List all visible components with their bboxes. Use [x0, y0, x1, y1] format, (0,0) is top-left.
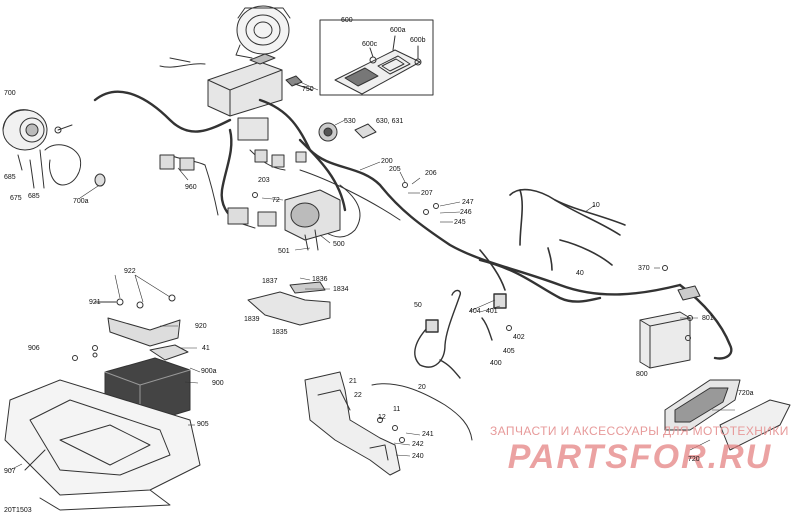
- label-20: 20: [418, 384, 426, 391]
- label-500: 500: [333, 241, 345, 248]
- label-1835: 1835: [272, 329, 288, 336]
- label-404: 404: [469, 308, 481, 315]
- label-921: 921: [89, 299, 101, 306]
- main-harness: [93, 90, 733, 360]
- label-402: 402: [513, 334, 525, 341]
- label-720a: 720a: [738, 390, 754, 397]
- label-242: 242: [412, 441, 424, 448]
- label-900: 900: [212, 380, 224, 387]
- label-600a: 600a: [390, 27, 406, 34]
- leader-lines: [9, 81, 735, 471]
- label-246: 246: [460, 209, 472, 216]
- label-800: 800: [636, 371, 648, 378]
- label-40: 40: [576, 270, 584, 277]
- instrument-cluster: [235, 5, 291, 59]
- watermark-tagline: ЗАПЧАСТИ И АКСЕССУАРЫ ДЛЯ МОТОТЕХНИКИ: [490, 424, 789, 438]
- label-247: 247: [462, 199, 474, 206]
- label-685-top: 685: [4, 174, 16, 181]
- label-41: 41: [202, 345, 210, 352]
- label-906: 906: [28, 345, 40, 352]
- label-1834: 1834: [333, 286, 349, 293]
- label-205: 205: [389, 166, 401, 173]
- label-370: 370: [638, 265, 650, 272]
- relay-block: [159, 53, 313, 117]
- bracket-920: [94, 294, 181, 347]
- label-720: 720: [688, 456, 700, 463]
- battery-tray-905: [4, 379, 201, 511]
- label-10: 10: [592, 202, 600, 209]
- label-700a: 700a: [73, 198, 89, 205]
- svg-text:PARTSFOR.RU: PARTSFOR.RU: [508, 438, 772, 476]
- label-900a: 900a: [201, 368, 217, 375]
- label-750: 750: [302, 86, 314, 93]
- label-530: 530: [344, 118, 356, 125]
- label-501: 501: [278, 248, 290, 255]
- label-240: 240: [412, 453, 424, 460]
- mount-bracket-240: [304, 371, 473, 476]
- fuse-box: [319, 19, 434, 96]
- label-200: 200: [381, 158, 393, 165]
- label-405: 405: [503, 348, 515, 355]
- watermark-logo: PARTSFOR.RU: [508, 438, 772, 476]
- ecm-800: [639, 285, 701, 369]
- taillight-720: [664, 379, 791, 451]
- label-1839: 1839: [244, 316, 260, 323]
- label-801: 801: [702, 315, 714, 322]
- label-1836: 1836: [312, 276, 328, 283]
- label-207: 207: [421, 190, 433, 197]
- label-12: 12: [378, 414, 386, 421]
- label-401: 401: [486, 308, 498, 315]
- label-600: 600: [341, 17, 353, 24]
- document-code: 20T1503: [4, 507, 32, 514]
- label-72: 72: [272, 197, 280, 204]
- label-203: 203: [258, 177, 270, 184]
- label-11: 11: [393, 406, 401, 413]
- label-920: 920: [195, 323, 207, 330]
- label-245: 245: [454, 219, 466, 226]
- label-922: 922: [124, 268, 136, 275]
- ignition-530: [318, 122, 377, 142]
- connectors-cluster: [159, 117, 307, 227]
- label-21: 21: [349, 378, 357, 385]
- harness-50: [414, 289, 507, 379]
- label-630-631: 630, 631: [376, 118, 404, 125]
- label-960: 960: [185, 184, 197, 191]
- label-600c: 600c: [362, 41, 378, 48]
- module-500: [284, 189, 341, 251]
- harness-branch-10: [479, 188, 626, 291]
- label-1837: 1837: [262, 278, 278, 285]
- label-905: 905: [197, 421, 209, 428]
- label-206: 206: [425, 170, 437, 177]
- label-400: 400: [490, 360, 502, 367]
- label-907: 907: [4, 468, 16, 475]
- headlight-left: [2, 109, 106, 189]
- label-241: 241: [422, 431, 434, 438]
- label-700: 700: [4, 90, 16, 97]
- label-50: 50: [414, 302, 422, 309]
- fasteners: [72, 182, 693, 443]
- label-22: 22: [354, 392, 362, 399]
- sensor-bracket-1835: [247, 281, 331, 326]
- label-685-bottom: 685: [28, 193, 40, 200]
- label-600b: 600b: [410, 37, 426, 44]
- label-675: 675: [10, 195, 22, 202]
